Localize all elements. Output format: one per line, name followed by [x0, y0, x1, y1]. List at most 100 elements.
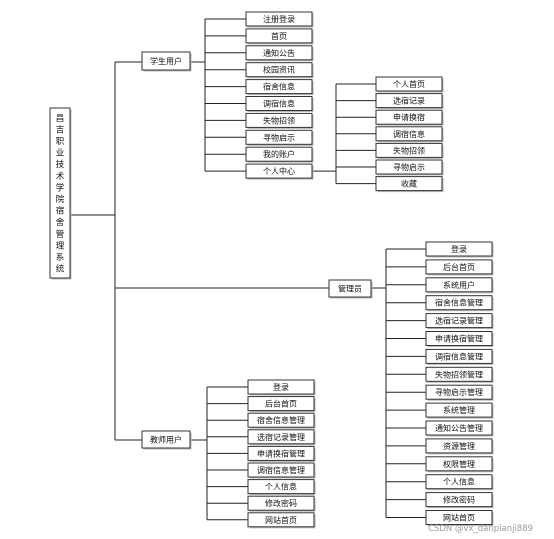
admin-item-label: 系统用户 — [443, 280, 475, 290]
student-item: 通知公告 — [245, 45, 314, 62]
admin-item-label: 调宿信息管理 — [435, 351, 483, 361]
box-frame — [247, 379, 315, 395]
personal-center-item-label: 申请换宿 — [393, 112, 425, 122]
box-frame — [245, 62, 313, 78]
box-frame — [425, 492, 493, 508]
box-frame — [247, 429, 315, 445]
admin-item: 失物招领管理 — [425, 366, 494, 383]
personal-center-item: 收藏 — [375, 176, 444, 193]
student-item-label: 我的账户 — [263, 149, 295, 159]
teacher-item: 选宿记录管理 — [247, 429, 316, 446]
box-frame — [425, 510, 493, 525]
box-frame — [375, 159, 443, 175]
personal-center-item: 失物招领 — [375, 142, 444, 159]
admin-item: 权限管理 — [425, 456, 494, 473]
admin-item: 登录 — [425, 241, 494, 258]
teacher-item-label: 后台首页 — [265, 399, 297, 409]
personal-center-item-label: 个人首页 — [393, 79, 425, 89]
teacher-item-label: 调宿信息管理 — [257, 465, 305, 475]
root-node: 昌吉职业技术学院宿舍管理系统 — [49, 107, 72, 280]
teacher-node-label: 教师用户 — [150, 435, 182, 445]
admin-item: 资源管理 — [425, 438, 494, 455]
box-frame — [247, 396, 315, 412]
box-frame — [247, 412, 315, 428]
box-frame — [245, 96, 313, 111]
admin-item-label: 网站首页 — [443, 513, 475, 523]
admin-item: 个人信息 — [425, 474, 494, 491]
personal-center-item-label: 寻物启示 — [393, 162, 425, 172]
box-frame — [245, 112, 313, 128]
student-item-label: 首页 — [271, 31, 287, 41]
student-item-label: 个人中心 — [263, 166, 295, 176]
student-item: 寻物启示 — [245, 129, 314, 146]
box-frame — [375, 93, 443, 109]
box-frame — [375, 109, 443, 125]
node-boxes: 昌吉职业技术学院宿舍管理系统学生用户注册登录首页通知公告校园资讯宿舍信息调宿信息… — [49, 11, 494, 529]
student-item: 失物招领 — [245, 112, 314, 129]
teacher-item: 修改密码 — [247, 495, 316, 512]
box-frame — [245, 79, 313, 95]
box-frame — [425, 295, 493, 311]
personal-center-item-label: 失物招领 — [393, 145, 425, 155]
box-frame — [245, 28, 313, 44]
teacher-item: 登录 — [247, 379, 316, 396]
student-item: 宿舍信息 — [245, 79, 314, 96]
admin-node: 管理员 — [328, 279, 373, 299]
box-frame — [425, 241, 493, 257]
box-frame — [425, 420, 493, 436]
box-frame — [425, 402, 493, 418]
box-frame — [245, 129, 313, 145]
box-frame — [247, 512, 315, 528]
admin-item: 选宿记录管理 — [425, 313, 494, 330]
box-frame — [425, 456, 493, 472]
admin-item-label: 系统管理 — [443, 405, 475, 415]
box-frame — [247, 462, 315, 478]
teacher-item-label: 申请换宿管理 — [257, 448, 305, 458]
box-frame — [425, 331, 493, 346]
teacher-item: 网站首页 — [247, 512, 316, 529]
student-item: 调宿信息 — [245, 96, 314, 112]
box-frame — [425, 259, 493, 275]
box-frame — [425, 277, 493, 293]
box-frame — [425, 474, 493, 490]
box-frame — [141, 430, 191, 449]
admin-item: 修改密码 — [425, 492, 494, 509]
admin-node-label: 管理员 — [338, 284, 362, 294]
student-node-label: 学生用户 — [150, 56, 182, 66]
teacher-item-label: 网站首页 — [265, 515, 297, 525]
box-frame — [247, 445, 315, 461]
admin-item-label: 选宿记录管理 — [435, 316, 483, 326]
box-frame — [425, 313, 493, 329]
personal-center-item-label: 选宿记录 — [393, 96, 425, 106]
student-item-label: 宿舍信息 — [263, 82, 295, 92]
student-node: 学生用户 — [141, 51, 192, 72]
personal-center-item: 选宿记录 — [375, 93, 444, 110]
box-frame — [245, 146, 313, 162]
student-item-label: 注册登录 — [263, 14, 295, 24]
teacher-item: 调宿信息管理 — [247, 462, 316, 479]
teacher-item-label: 个人信息 — [265, 482, 297, 492]
admin-item-label: 修改密码 — [443, 495, 475, 505]
teacher-item-label: 登录 — [273, 382, 289, 392]
admin-item-label: 个人信息 — [443, 477, 475, 487]
admin-item: 网站首页 — [425, 510, 494, 526]
admin-item-label: 宿舍信息管理 — [435, 298, 483, 308]
personal-center-item: 申请换宿 — [375, 109, 444, 126]
box-frame — [141, 51, 191, 71]
admin-item: 通知公告管理 — [425, 420, 494, 437]
admin-item-label: 权限管理 — [443, 459, 475, 469]
student-item: 注册登录 — [245, 11, 314, 28]
student-item-label: 寻物启示 — [263, 132, 295, 142]
box-frame — [245, 11, 313, 27]
box-frame — [247, 479, 315, 495]
watermark: CSDN @vx_danpianji889 — [428, 524, 533, 534]
personal-center-item: 调宿信息 — [375, 126, 444, 143]
admin-item: 系统用户 — [425, 277, 494, 294]
teacher-item-label: 选宿记录管理 — [257, 432, 305, 442]
box-frame — [425, 438, 493, 454]
personal-center-item-label: 调宿信息 — [393, 129, 425, 139]
teacher-item-label: 宿舍信息管理 — [257, 415, 305, 425]
student-item: 个人中心 — [245, 163, 314, 180]
admin-item-label: 通知公告管理 — [435, 423, 483, 433]
